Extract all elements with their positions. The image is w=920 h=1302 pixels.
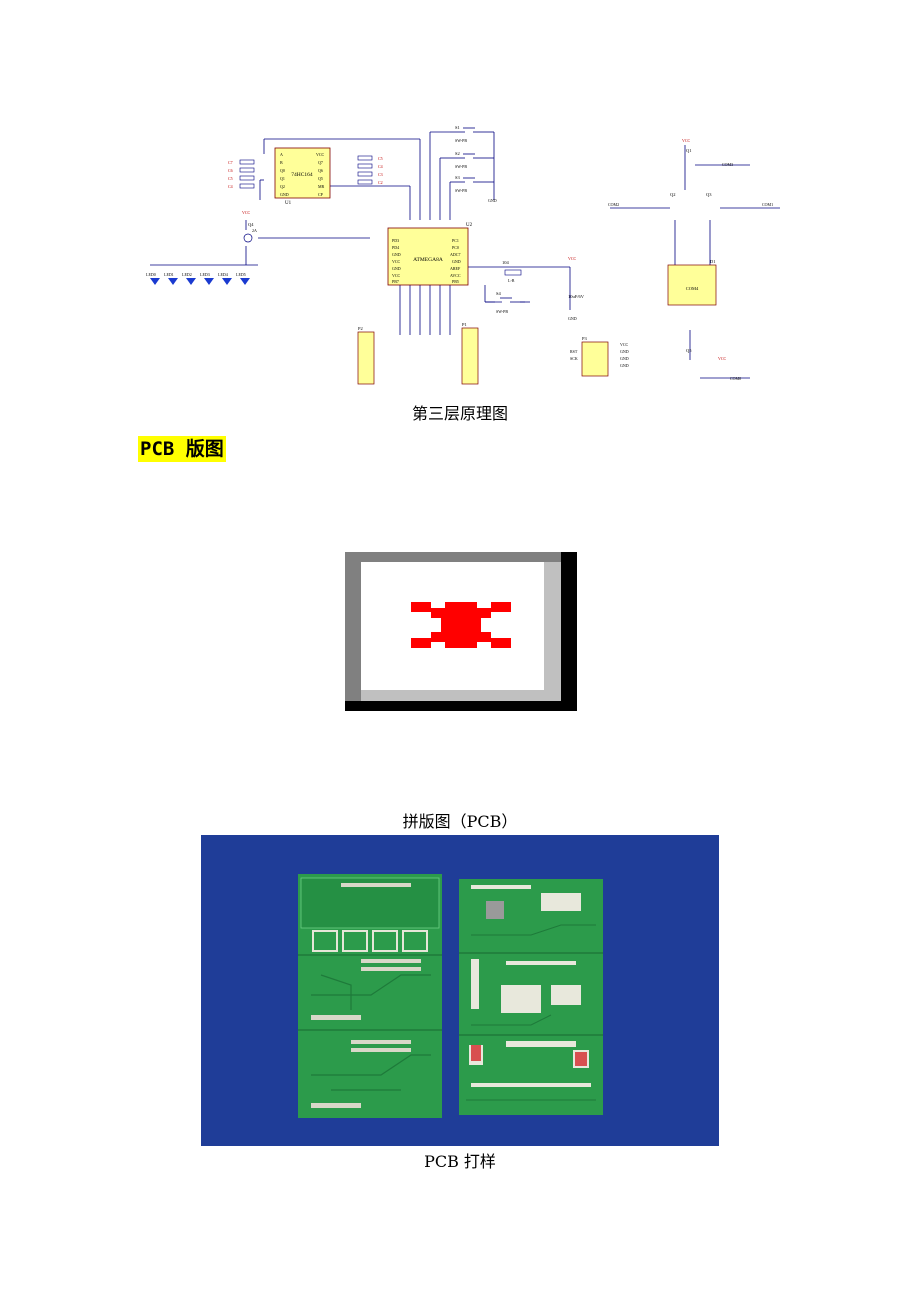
svg-text:VCC: VCC bbox=[392, 259, 401, 264]
vcc-right: VCC bbox=[568, 256, 577, 261]
svg-text:PD3: PD3 bbox=[392, 238, 399, 243]
com3-label: COM3 bbox=[722, 162, 733, 167]
svg-text:AVCC: AVCC bbox=[450, 273, 461, 278]
svg-text:VCC: VCC bbox=[392, 273, 401, 278]
svg-text:Q0: Q0 bbox=[280, 168, 285, 173]
p1-label: P1 bbox=[462, 322, 467, 327]
q2-label: Q2 bbox=[670, 192, 676, 197]
switch-type-2: SW-PB bbox=[455, 164, 467, 169]
led-1: LED1 bbox=[164, 272, 174, 277]
svg-text:C5: C5 bbox=[378, 156, 383, 161]
svg-text:C3: C3 bbox=[378, 172, 383, 177]
svg-text:A: A bbox=[280, 152, 283, 157]
svg-text:Q1: Q1 bbox=[280, 176, 285, 181]
q3-label: Q3 bbox=[706, 192, 712, 197]
d1-label: D1 bbox=[710, 259, 716, 264]
q5-label: Q5 bbox=[686, 348, 692, 353]
svg-text:GND: GND bbox=[452, 259, 461, 264]
svg-text:B: B bbox=[280, 160, 283, 165]
svg-text:MR: MR bbox=[318, 184, 325, 189]
p3-gnd-1: GND bbox=[620, 349, 629, 354]
svg-text:C6: C6 bbox=[228, 168, 233, 173]
svg-text:GND: GND bbox=[392, 266, 401, 271]
pcb-photo-boards bbox=[298, 874, 603, 1118]
s1-label: S1 bbox=[455, 125, 460, 130]
s3-label: S3 bbox=[455, 175, 461, 180]
svg-text:C4: C4 bbox=[378, 164, 383, 169]
vcc-q4: VCC bbox=[242, 210, 251, 215]
com2-label: COM2 bbox=[608, 202, 619, 207]
led-3: LED3 bbox=[200, 272, 210, 277]
rst-label: RST bbox=[570, 349, 578, 354]
s4-label: S4 bbox=[496, 291, 502, 296]
panel-red-pattern bbox=[411, 602, 511, 648]
svg-text:AREF: AREF bbox=[450, 266, 461, 271]
inductor-value: L-B bbox=[508, 278, 515, 283]
p3-label: P3 bbox=[582, 336, 588, 341]
switch-type-3: SW-PB bbox=[455, 188, 467, 193]
gnd-label-top: GND bbox=[488, 198, 497, 203]
svg-text:GND: GND bbox=[392, 252, 401, 257]
schematic-caption: 第三层原理图 bbox=[411, 404, 508, 423]
svg-text:PD4: PD4 bbox=[392, 245, 399, 250]
q4-type: 2A bbox=[252, 228, 257, 233]
photo-caption: PCB 打样 bbox=[424, 1152, 496, 1171]
s2-label: S2 bbox=[455, 151, 460, 156]
svg-text:PC0: PC0 bbox=[452, 245, 459, 250]
led-2: LED2 bbox=[182, 272, 192, 277]
svg-text:PB5: PB5 bbox=[452, 279, 459, 284]
svg-text:PB7: PB7 bbox=[392, 279, 399, 284]
p3-vcc: VCC bbox=[620, 342, 629, 347]
com1-label: COM1 bbox=[762, 202, 773, 207]
shift-register-name: 74HC164 bbox=[291, 172, 313, 178]
svg-text:Q5: Q5 bbox=[318, 176, 323, 181]
panel-caption: 拼版图（PCB） bbox=[402, 812, 518, 831]
q1-label: Q1 bbox=[686, 148, 692, 153]
display-right: COM4 bbox=[686, 286, 699, 291]
switch-type-1: SW-PB bbox=[455, 138, 467, 143]
panel-red-shape bbox=[411, 602, 511, 648]
led-0: LED0 bbox=[146, 272, 156, 277]
pcb-photo bbox=[201, 835, 719, 1146]
cap-c2-value: 104 bbox=[502, 260, 510, 265]
svg-text:C2: C2 bbox=[378, 180, 383, 185]
svg-text:ADC7: ADC7 bbox=[450, 252, 460, 257]
p3-gnd-2: GND bbox=[620, 356, 629, 361]
panel-figure bbox=[345, 552, 577, 711]
svg-text:CP: CP bbox=[318, 192, 324, 197]
switch-type-4: SW-PB bbox=[496, 309, 508, 314]
q4-label: Q4 bbox=[248, 222, 254, 227]
p2-label: P2 bbox=[358, 326, 363, 331]
com0-label: COM0 bbox=[730, 376, 741, 381]
svg-text:C7: C7 bbox=[228, 160, 233, 165]
mcu-name: ATMEGA8A bbox=[413, 257, 443, 263]
svg-text:C4: C4 bbox=[228, 184, 233, 189]
svg-text:GND: GND bbox=[280, 192, 289, 197]
svg-text:PC1: PC1 bbox=[452, 238, 459, 243]
svg-text:Q2: Q2 bbox=[280, 184, 285, 189]
vcc-q5: VCC bbox=[718, 356, 727, 361]
p3-gnd-3: GND bbox=[620, 363, 629, 368]
pcb-section-heading: PCB 版图 bbox=[138, 436, 226, 462]
svg-text:Q6: Q6 bbox=[318, 168, 323, 173]
vcc-top-right: VCC bbox=[682, 138, 691, 143]
svg-text:Q7: Q7 bbox=[318, 160, 323, 165]
svg-text:VCC: VCC bbox=[316, 152, 325, 157]
led-4: LED4 bbox=[218, 272, 228, 277]
cap-main-value: 10uF/6V bbox=[568, 294, 585, 299]
u1-label: U1 bbox=[285, 201, 292, 206]
gnd-right: GND bbox=[568, 316, 577, 321]
u2-label: U2 bbox=[466, 223, 473, 228]
sck-label: SCK bbox=[570, 356, 578, 361]
svg-text:C5: C5 bbox=[228, 176, 233, 181]
led-5: LED5 bbox=[236, 272, 246, 277]
